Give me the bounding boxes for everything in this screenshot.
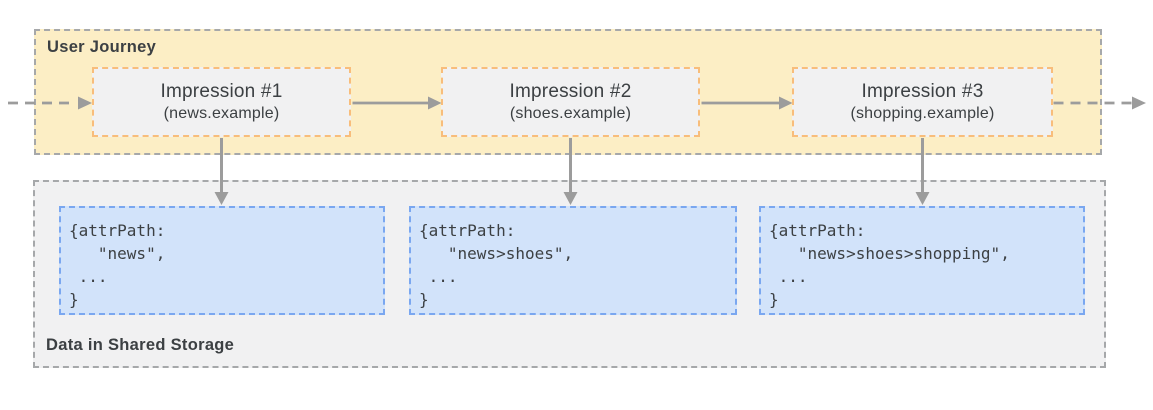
impression-2-domain: (shoes.example) bbox=[509, 105, 632, 122]
storage-entry-2-code: {attrPath: "news>shoes", ... } bbox=[409, 206, 737, 315]
impression-2-title: Impression #2 bbox=[509, 81, 632, 102]
impression-1-domain: (news.example) bbox=[163, 105, 280, 122]
storage-entry-1-code: {attrPath: "news", ... } bbox=[59, 206, 385, 315]
user-journey-label: User Journey bbox=[47, 38, 157, 56]
impression-1-title: Impression #1 bbox=[160, 81, 283, 102]
storage-entry-3-code: {attrPath: "news>shoes>shopping", ... } bbox=[759, 206, 1085, 315]
impression-2-box: Impression #2 (shoes.example) bbox=[441, 67, 700, 137]
impression-1-box: Impression #1 (news.example) bbox=[92, 67, 351, 137]
impression-3-title: Impression #3 bbox=[861, 81, 984, 102]
shared-storage-label: Data in Shared Storage bbox=[46, 336, 235, 354]
impression-3-domain: (shopping.example) bbox=[850, 105, 995, 122]
impression-3-box: Impression #3 (shopping.example) bbox=[792, 67, 1053, 137]
